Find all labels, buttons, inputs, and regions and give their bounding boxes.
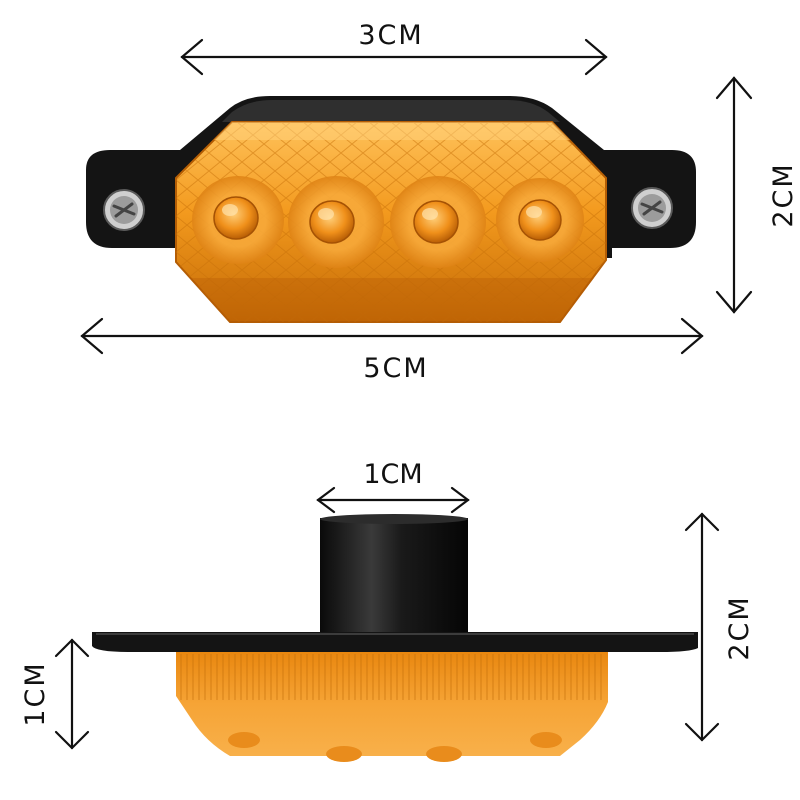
stem-width-arrow: [316, 486, 470, 514]
total-width-label: 5CM: [363, 353, 428, 384]
top-view: 3CM: [80, 20, 799, 384]
led-1: [192, 176, 284, 264]
led-2: [288, 176, 384, 268]
lens-depth-arrow: [54, 638, 90, 750]
side-height-label: 2CM: [724, 595, 755, 660]
top-height-arrow: [715, 76, 753, 314]
left-screw-icon: [103, 189, 145, 231]
total-width-arrow: [80, 317, 704, 355]
led-4: [496, 178, 584, 262]
lens-width-arrow: [180, 38, 608, 76]
stem-width-label: 1CM: [363, 459, 422, 490]
lens-width-label: 3CM: [358, 20, 423, 51]
top-height-label: 2CM: [768, 162, 799, 227]
side-height-arrow: [684, 512, 720, 742]
led-3: [390, 176, 486, 268]
flange-plate: [92, 632, 698, 652]
right-screw-icon: [631, 187, 673, 229]
lens-depth-label: 1CM: [20, 661, 51, 726]
mounting-stem: [320, 514, 468, 636]
side-amber-lens: [176, 652, 608, 762]
side-view: 1CM 1CM: [20, 459, 755, 762]
